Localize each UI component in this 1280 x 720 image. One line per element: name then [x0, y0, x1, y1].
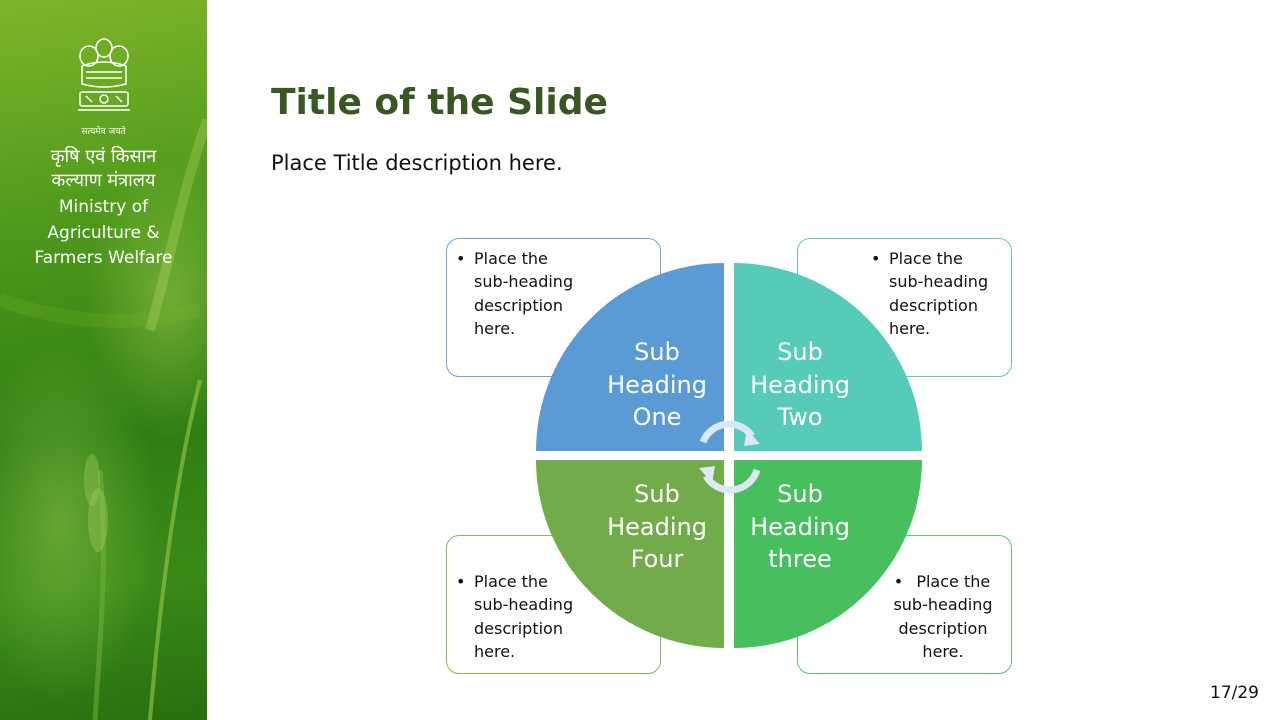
ministry-line-2: Agriculture &: [47, 222, 160, 243]
ministry-name-english: Ministry of Agriculture & Farmers Welfar…: [0, 195, 207, 272]
ministry-name-hindi: कृषि एवं किसान कल्याण मंत्रालय: [0, 145, 207, 193]
description-list: Place the sub-heading description here.: [868, 570, 1018, 664]
quadrant-label-four: Sub Heading Four: [607, 480, 707, 573]
description-list: Place the sub-heading description here.: [447, 247, 594, 341]
sidebar-banner: सत्यमेव जयते कृषि एवं किसान कल्याण मंत्र…: [0, 0, 207, 720]
hindi-line-2: कल्याण मंत्रालय: [51, 170, 156, 191]
ministry-line-1: Ministry of: [58, 197, 149, 217]
description-list: Place the sub-heading description here.: [447, 570, 594, 664]
page-number: 17/29: [1210, 683, 1259, 703]
emblem-motto: सत्यमेव जयते: [81, 127, 126, 137]
national-emblem-icon: [78, 38, 130, 111]
slide-title: Title of the Slide: [271, 82, 608, 123]
quadrant-label-one: Sub Heading One: [607, 338, 707, 431]
description-item: Place the sub-heading description here.: [871, 247, 1013, 341]
hindi-line-1: कृषि एवं किसान: [50, 146, 157, 167]
quadrant-three: [734, 460, 922, 648]
slide-subtitle: Place Title description here.: [271, 151, 563, 175]
quadrant-one: [536, 263, 724, 451]
description-item: Place the sub-heading description here.: [456, 247, 594, 341]
description-item: Place the sub-heading description here.: [456, 570, 594, 664]
description-list: Place the sub-heading description here.: [862, 247, 1013, 341]
circular-arrows-icon: [699, 420, 761, 494]
wheat-stalk-image: [0, 118, 207, 720]
quadrant-label-three: Sub Heading three: [750, 480, 850, 573]
quadrant-four: [536, 460, 724, 648]
description-item: Place the sub-heading description here.: [868, 570, 1018, 664]
ministry-line-3: Farmers Welfare: [34, 248, 173, 268]
quadrant-two: [734, 263, 922, 451]
quadrant-label-two: Sub Heading Two: [750, 338, 850, 431]
